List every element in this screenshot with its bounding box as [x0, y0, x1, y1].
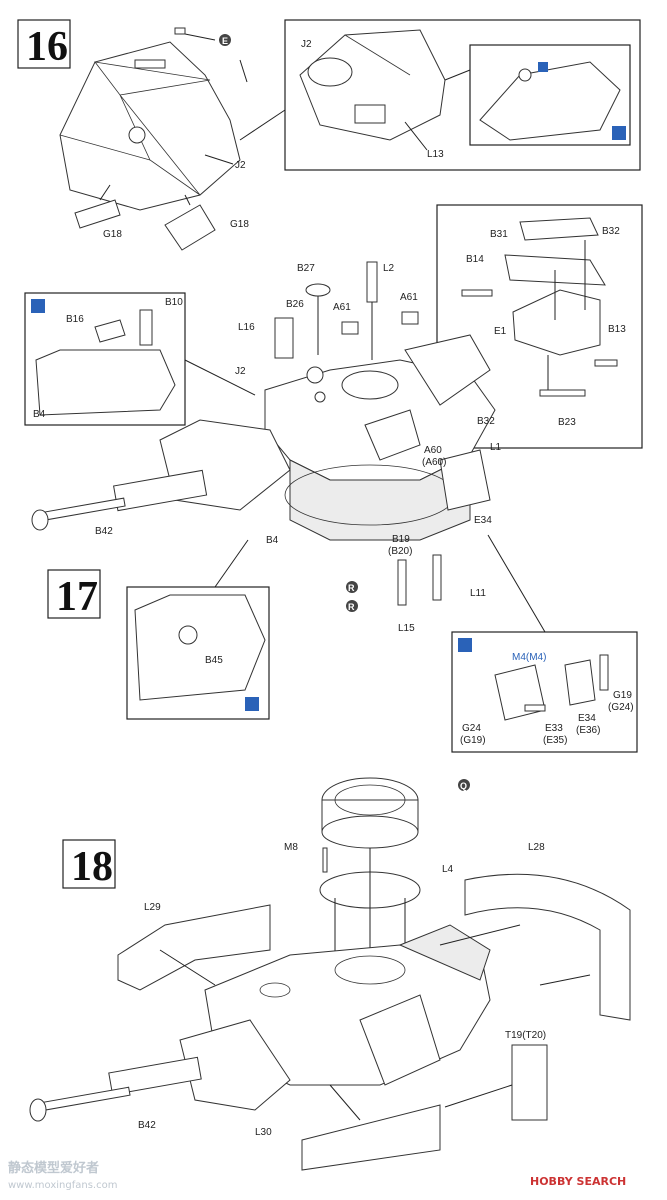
gun-barrel-17: [31, 419, 291, 531]
skirt-l28: [464, 873, 631, 1021]
label-g18-a: G18: [103, 229, 122, 240]
label-g19: G19: [613, 690, 632, 701]
step-16-box: [17, 19, 71, 69]
label-b31: B31: [490, 229, 508, 240]
step-18: 18 Q L4 M8: [29, 777, 631, 1171]
turret-roof-j2: [59, 41, 241, 211]
label-b26: B26: [286, 299, 304, 310]
label-r-alt: R: [348, 602, 355, 612]
label-l11: L11: [470, 588, 486, 599]
label-g24-alt: (G24): [608, 702, 634, 713]
label-g18-b: G18: [230, 219, 249, 230]
label-j2-main: J2: [235, 366, 246, 377]
label-e35: (E35): [543, 735, 567, 746]
watermark-cn: 静态模型爱好者: [8, 1160, 99, 1176]
label-e: E: [222, 36, 228, 46]
label-b42-b: B42: [138, 1120, 156, 1131]
step-16-number: 16: [26, 24, 68, 70]
step-17-number: 17: [56, 574, 98, 620]
label-l13: L13: [427, 149, 444, 160]
label-e36: (E36): [576, 725, 600, 736]
label-r: R: [348, 583, 355, 593]
label-m8: M8: [284, 842, 298, 853]
label-g19-alt: (G19): [460, 735, 486, 746]
watermark-hobby-search: HOBBY SEARCH: [530, 1175, 626, 1188]
label-b16: B16: [66, 314, 84, 325]
part-g18-right: [164, 204, 216, 251]
label-m4: M4(M4): [512, 652, 546, 663]
label-b13: B13: [608, 324, 626, 335]
side-skirt-l29: [117, 904, 271, 991]
label-l16: L16: [238, 322, 255, 333]
step-18-number: 18: [71, 844, 113, 890]
label-e1: E1: [494, 326, 507, 337]
label-b10: B10: [165, 297, 183, 308]
commander-cupola-q: [321, 777, 419, 849]
label-t19: T19(T20): [505, 1030, 546, 1041]
label-l29: L29: [144, 902, 161, 913]
skirt-l30: [301, 1104, 441, 1171]
label-e34: E34: [474, 515, 492, 526]
step-18-box: [62, 839, 116, 889]
label-a61-b: A61: [400, 292, 418, 303]
label-l1: L1: [490, 442, 502, 453]
label-b19: B19: [392, 534, 410, 545]
label-e33: E33: [545, 723, 563, 734]
inset-16-turret: [299, 29, 446, 141]
label-j2-inset: J2: [301, 39, 312, 50]
label-b42-a: B42: [95, 526, 113, 537]
label-g24: G24: [462, 723, 481, 734]
label-a60: A60: [424, 445, 442, 456]
label-q: Q: [460, 781, 467, 791]
label-l4: L4: [442, 864, 454, 875]
label-a61-a: A61: [333, 302, 351, 313]
gun-barrel-18: [29, 1019, 291, 1122]
label-b4-inset: B4: [33, 409, 46, 420]
label-l15: L15: [398, 623, 415, 634]
turret-assembly-18: [204, 924, 491, 1086]
step-17-box: [47, 569, 101, 619]
part-marker-e: [219, 34, 231, 46]
label-b45: B45: [205, 655, 223, 666]
label-b20: (B20): [388, 546, 412, 557]
label-e34-b: E34: [578, 713, 596, 724]
part-g18-left: [74, 199, 121, 229]
label-b32-top: B32: [602, 226, 620, 237]
label-b23: B23: [558, 417, 576, 428]
turret-assembly-17: [264, 334, 496, 541]
inset-m4: [451, 631, 638, 753]
label-l2: L2: [383, 263, 395, 274]
label-l28: L28: [528, 842, 545, 853]
watermark-url: www.moxingfans.com: [8, 1180, 117, 1191]
label-b14: B14: [466, 254, 484, 265]
step-17: 17 B16 B10 B4 B32 B31 B14 E1 B13 B23: [24, 204, 643, 753]
door-t19: [511, 1044, 548, 1121]
label-b27: B27: [297, 263, 315, 274]
label-l30: L30: [255, 1127, 272, 1138]
label-a60-alt: (A60): [422, 457, 446, 468]
label-j2-a: J2: [235, 160, 246, 171]
label-b4-main: B4: [266, 535, 279, 546]
step-16: 16 E G18 G18 J2: [17, 19, 641, 251]
label-b32-main: B32: [477, 416, 495, 427]
